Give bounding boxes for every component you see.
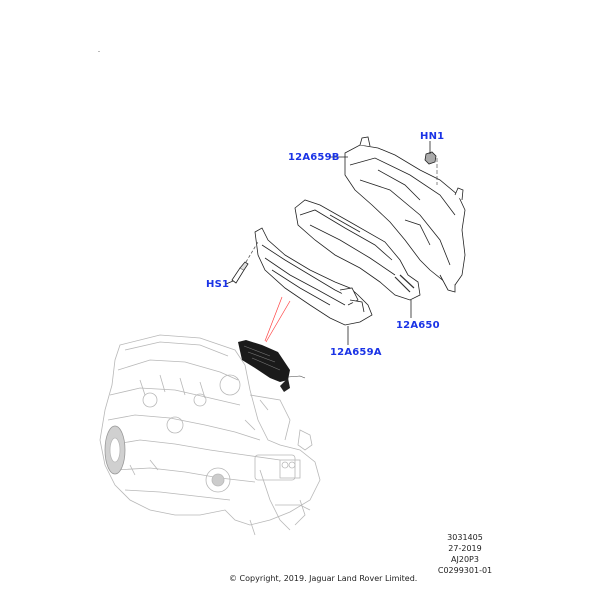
- callout-12a659b[interactable]: 12A659B: [288, 152, 340, 163]
- callout-leader-lines: [225, 141, 431, 345]
- projection-lines: [264, 296, 291, 343]
- module-12a650-illustration: [294, 199, 421, 301]
- callout-hs1[interactable]: HS1: [206, 279, 230, 290]
- bracket-12a659b-illustration: [344, 136, 466, 293]
- callout-hn1[interactable]: HN1: [420, 131, 445, 142]
- metadata-line-1: 3031405: [447, 533, 483, 542]
- bracket-12a659a-illustration: [254, 227, 373, 326]
- callout-12a659a[interactable]: 12A659A: [330, 347, 382, 358]
- engine-assembly-illustration: [99, 334, 321, 536]
- copyright-notice: © Copyright, 2019. Jaguar Land Rover Lim…: [229, 574, 418, 583]
- nut-hn1-illustration: [424, 151, 438, 185]
- screw-hs1-illustration: [231, 241, 259, 284]
- metadata-line-2: 27-2019: [448, 544, 482, 553]
- callout-12a650[interactable]: 12A650: [396, 320, 440, 331]
- metadata-line-3: AJ20P3: [451, 555, 479, 564]
- stray-mark: [98, 51, 100, 52]
- metadata-line-4: C0299301-01: [437, 566, 493, 575]
- diagram-metadata: 3031405 27-2019 AJ20P3 C0299301-01: [425, 532, 505, 576]
- installed-module-highlight: [238, 340, 306, 392]
